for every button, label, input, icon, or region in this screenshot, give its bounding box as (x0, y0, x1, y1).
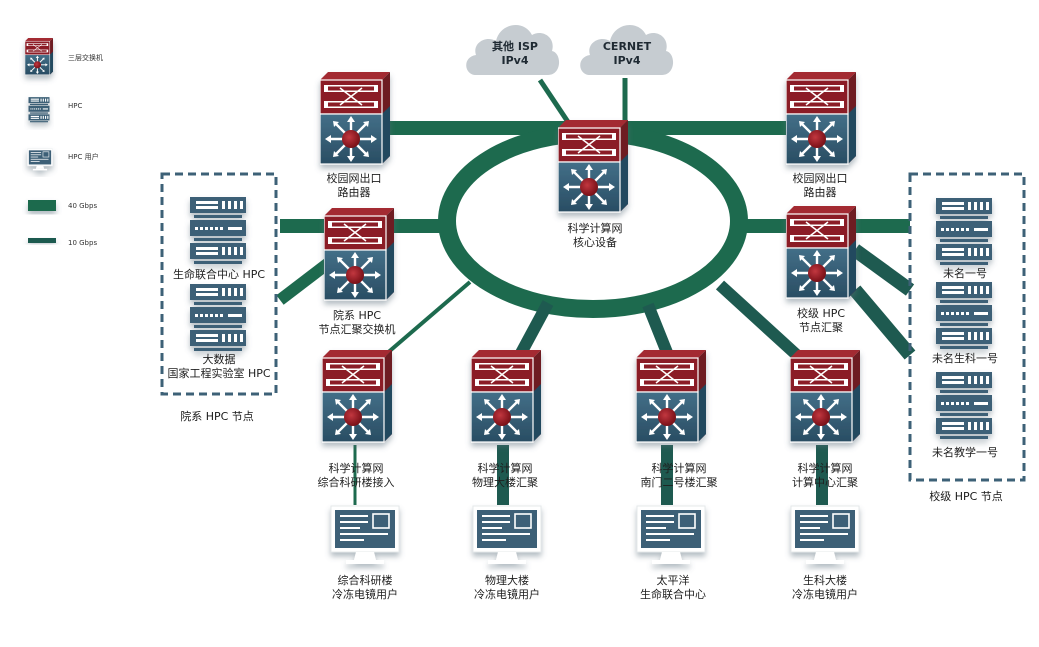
link-school-hpc3 (849, 285, 916, 360)
hpc-user-monitor-icon (27, 148, 53, 171)
label-line: 校园网出口 (326, 172, 382, 185)
link-isp-core (537, 78, 573, 127)
label-line: 校级 HPC (796, 307, 846, 320)
switch-acc-center[interactable] (790, 350, 860, 444)
link-ring-center (715, 280, 805, 363)
cloud-isp-label: 其他 ISP IPv4 (492, 40, 538, 68)
cloud-isp-line2: IPv4 (501, 54, 529, 67)
label-line: 计算中心汇聚 (792, 476, 858, 489)
label-line: 路由器 (337, 186, 371, 199)
group-school-hpc-label: 校级 HPC 节点 (929, 490, 1003, 503)
cloud-cernet-line2: IPv4 (613, 54, 641, 67)
switch-school-agg[interactable] (786, 206, 856, 300)
link-school-hpc2 (850, 244, 915, 296)
user-pacific-label: 太平洋生命联合中心 (640, 574, 706, 602)
switch-acc-south-label: 科学计算网南门二号楼汇聚 (641, 462, 718, 490)
switch-router-left[interactable] (320, 72, 390, 166)
user-bio-label: 生科大楼冷冻电镜用户 (792, 574, 858, 602)
link-10g-icon (28, 238, 56, 243)
hpc-server-bigdata[interactable] (190, 284, 246, 351)
legend-label-hpc-user: HPC 用户 (68, 153, 99, 161)
label-line: 核心设备 (573, 236, 617, 249)
legend-label-10g: 10 Gbps (68, 239, 98, 247)
label-line: 科学计算网 (797, 462, 853, 475)
switch-router-right-label: 校园网出口路由器 (793, 172, 848, 200)
link-ring-research (383, 280, 472, 357)
legend-label-40g: 40 Gbps (68, 202, 98, 210)
switch-core-label: 科学计算网核心设备 (568, 222, 623, 250)
label-line: 节点汇聚 (799, 321, 843, 334)
link-ring-physics (514, 300, 554, 358)
hpc-weiming1-label: 未名一号 (943, 267, 987, 280)
cloud-isp-line1: 其他 ISP (492, 40, 538, 53)
group-dept-hpc-label: 院系 HPC 节点 (180, 410, 254, 423)
hpc-bigdata-label: 大数据国家工程实验室 HPC (167, 353, 270, 381)
label-line: 科学计算网 (328, 462, 384, 475)
label-line: 国家工程实验室 HPC (167, 367, 271, 380)
link-40g-icon (28, 200, 56, 211)
user-physics-label: 物理大楼冷冻电镜用户 (474, 574, 540, 602)
cloud-cernet-label: CERNET IPv4 (603, 40, 651, 68)
legend-label-switch: 三层交换机 (68, 54, 103, 62)
switch-router-left-label: 校园网出口路由器 (327, 172, 382, 200)
label-line: 冷冻电镜用户 (792, 588, 858, 601)
user-monitor-bio[interactable] (790, 505, 860, 565)
hpc-life-label: 生命联合中心 HPC (172, 268, 266, 281)
hpc-server-life[interactable] (190, 197, 246, 264)
switch-acc-physics-label: 科学计算网物理大楼汇聚 (472, 462, 538, 490)
link-ring-south (642, 302, 674, 358)
switch-acc-physics[interactable] (471, 350, 541, 444)
group-dept-hpc-box (160, 172, 278, 396)
label-line: 综合科研楼 (337, 574, 393, 587)
hpc-weiming-teach-label: 未名教学一号 (932, 446, 998, 459)
label-line: 大数据 (202, 353, 236, 366)
label-line: 物理大楼 (485, 574, 529, 587)
label-line: 生科大楼 (803, 574, 847, 587)
hpc-server-icon (28, 97, 50, 123)
user-monitor-research[interactable] (330, 505, 400, 565)
links (276, 78, 916, 505)
switch-acc-research[interactable] (322, 350, 392, 444)
label-line: 南门二号楼汇聚 (640, 476, 718, 489)
legend-label-hpc: HPC (68, 102, 83, 110)
user-research-label: 综合科研楼冷冻电镜用户 (332, 574, 398, 602)
label-line: 物理大楼汇聚 (472, 476, 538, 489)
label-line: 院系 HPC (332, 309, 382, 322)
label-line: 冷冻电镜用户 (474, 588, 540, 601)
label-line: 科学计算网 (567, 222, 623, 235)
legend (25, 38, 56, 243)
label-line: 太平洋 (656, 574, 690, 587)
hpc-server-weiming-teach[interactable] (936, 372, 992, 439)
label-line: 科学计算网 (477, 462, 533, 475)
switch-acc-center-label: 科学计算网计算中心汇聚 (792, 462, 858, 490)
switch-router-right[interactable] (786, 72, 856, 166)
hpc-server-weiming-bio[interactable] (936, 282, 992, 349)
group-school-hpc-box (908, 172, 1026, 482)
label-line: 节点汇聚交换机 (318, 323, 396, 336)
label-line: 冷冻电镜用户 (332, 588, 398, 601)
cloud-cernet-line1: CERNET (602, 40, 652, 53)
switch-dept-agg[interactable] (324, 208, 394, 302)
hpc-server-weiming1[interactable] (936, 198, 992, 265)
switch-acc-south[interactable] (636, 350, 706, 444)
switch-acc-research-label: 科学计算网综合科研楼接入 (318, 462, 395, 490)
label-line: 路由器 (803, 186, 837, 199)
switch-core[interactable] (558, 120, 628, 214)
label-line: 校园网出口 (792, 172, 848, 185)
user-monitor-physics[interactable] (472, 505, 542, 565)
l3-switch-icon (25, 38, 53, 76)
label-line: 综合科研楼接入 (317, 476, 395, 489)
label-line: 科学计算网 (651, 462, 707, 475)
label-line: 生命联合中心 (640, 588, 706, 601)
hpc-weiming-bio-label: 未名生科一号 (932, 352, 998, 365)
user-monitor-pacific[interactable] (636, 505, 706, 565)
